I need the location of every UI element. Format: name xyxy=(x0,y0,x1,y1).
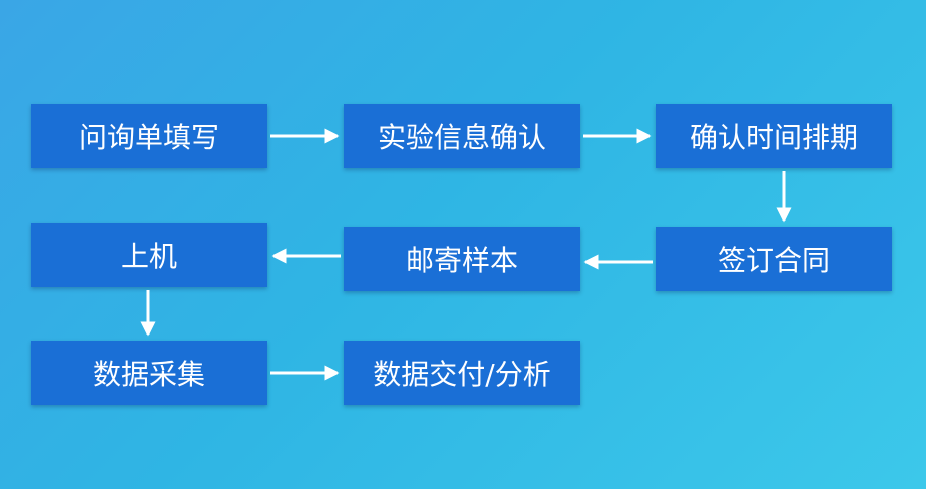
step-experiment-info-confirm: 实验信息确认 xyxy=(344,104,580,168)
step-inquiry-form: 问询单填写 xyxy=(31,104,267,168)
step-mail-samples: 邮寄样本 xyxy=(344,227,580,291)
step-data-delivery-analysis: 数据交付/分析 xyxy=(344,341,580,405)
step-schedule-confirm: 确认时间排期 xyxy=(656,104,892,168)
step-sign-contract: 签订合同 xyxy=(656,227,892,291)
step-data-collection: 数据采集 xyxy=(31,341,267,405)
step-run-machine: 上机 xyxy=(31,223,267,287)
